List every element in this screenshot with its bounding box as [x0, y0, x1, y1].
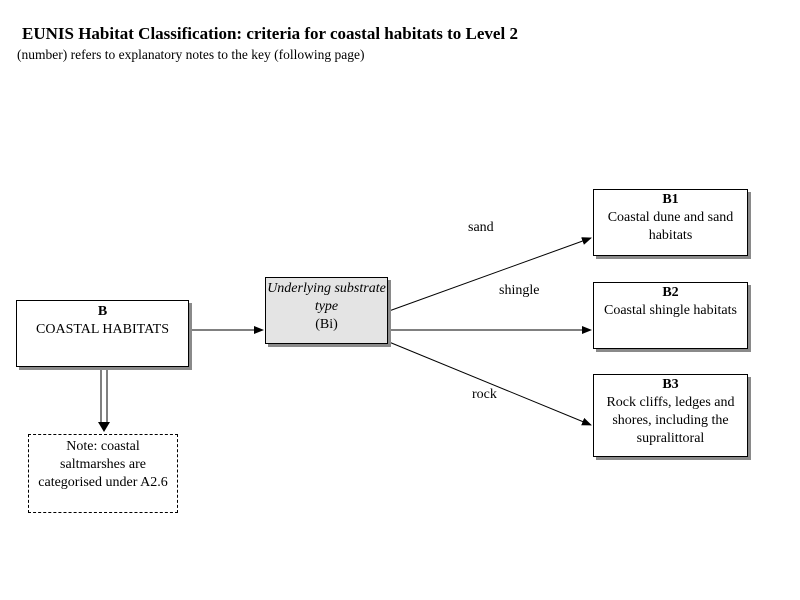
- node-substrate-type: Underlying substrate type (Bi): [265, 277, 388, 344]
- node-code: B1: [662, 192, 679, 207]
- node-label: Coastal dune and sand habitats: [607, 210, 734, 243]
- edge-label-shingle: shingle: [499, 283, 540, 298]
- node-b3: B3 Rock cliffs, ledges and shores, inclu…: [593, 374, 748, 457]
- saltmarsh-note: Note: coastal saltmarshes are categorise…: [28, 434, 178, 513]
- page-title: EUNIS Habitat Classification: criteria f…: [22, 24, 518, 43]
- node-coastal-habitats: B COASTAL HABITATS: [16, 300, 189, 367]
- arrow-substrate-to-b1: [388, 237, 592, 312]
- node-label: COASTAL HABITATS: [36, 322, 169, 337]
- edge-label-sand: sand: [468, 220, 494, 235]
- node-code: B2: [662, 285, 679, 300]
- node-code: B: [97, 304, 108, 319]
- node-label: Rock cliffs, ledges and shores, includin…: [606, 395, 735, 446]
- arrow-b-to-note-head: [98, 422, 110, 432]
- node-label: Coastal shingle habitats: [604, 303, 737, 318]
- node-b1: B1 Coastal dune and sand habitats: [593, 189, 748, 256]
- node-note-ref: (Bi): [315, 317, 338, 332]
- node-b2: B2 Coastal shingle habitats: [593, 282, 748, 349]
- node-label: Underlying substrate type: [267, 281, 386, 314]
- edge-label-rock: rock: [472, 387, 497, 402]
- page-subtitle: (number) refers to explanatory notes to …: [17, 47, 365, 62]
- arrow-substrate-to-b3: [388, 341, 592, 426]
- node-code: B3: [662, 377, 679, 392]
